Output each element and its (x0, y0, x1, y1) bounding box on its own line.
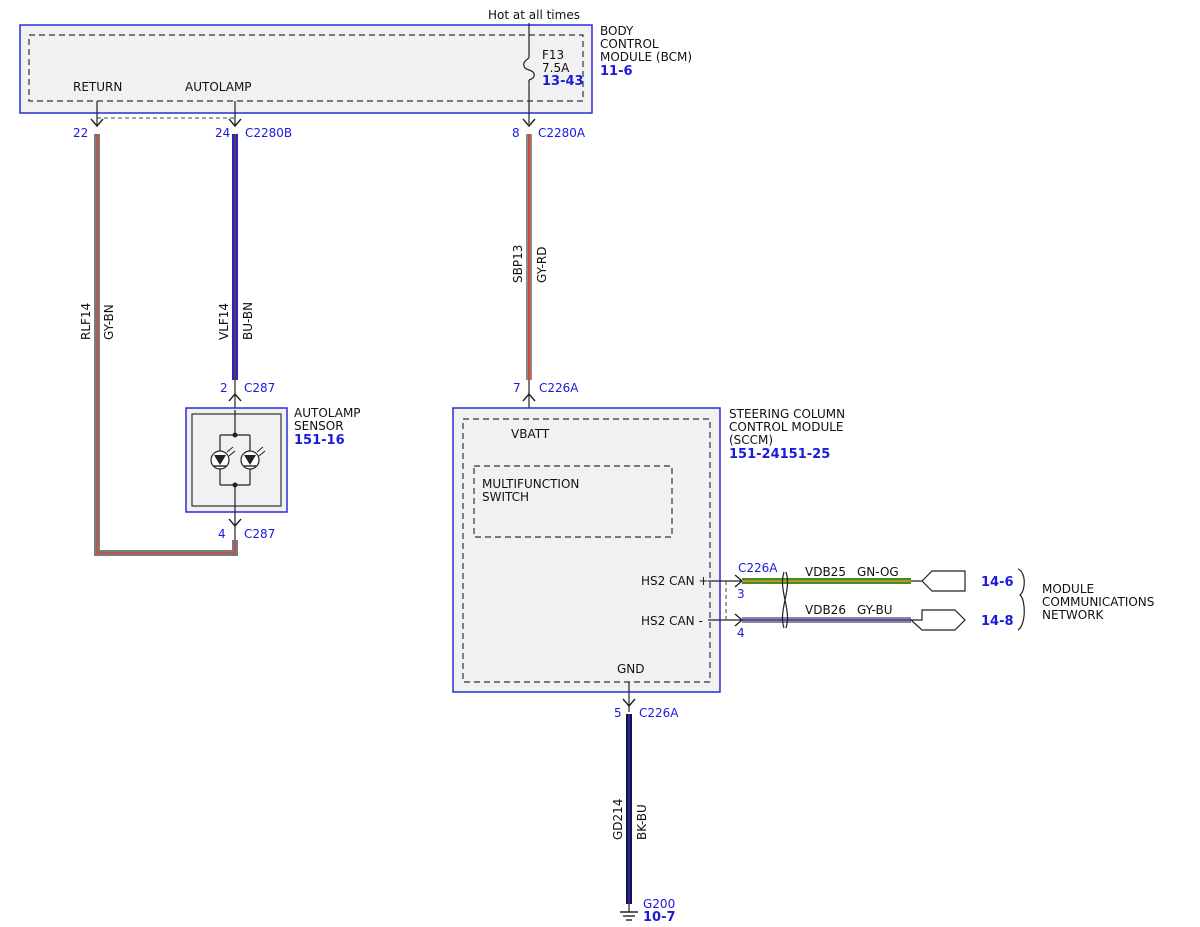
power-label: Hot at all times (488, 8, 580, 22)
photodiode-right-icon (240, 446, 266, 470)
ground-name: G200 (643, 897, 675, 911)
network-flag-plus[interactable] (911, 570, 966, 592)
c226a-top-connector-label: C226A (539, 381, 579, 395)
c287-pin-2: 2 (220, 381, 228, 395)
sccm-module[interactable]: VBATT MULTIFUNCTION SWITCH HS2 CAN + HS2… (452, 407, 721, 693)
sccm-pin-gnd-label: GND (617, 662, 645, 676)
wire-rlf14-color: GY-BN (102, 304, 116, 340)
bcm-name-line-2: CONTROL (600, 37, 659, 51)
ground-ref-link[interactable]: 10-7 (643, 910, 676, 925)
bcm-name-line-3: MODULE (BCM) (600, 50, 692, 64)
network-brace-icon (1017, 568, 1025, 631)
sccm-pin-vbatt-label: VBATT (511, 427, 550, 441)
autolamp-sensor-name-2: SENSOR (294, 419, 344, 433)
sccm-inner-dashed (462, 418, 711, 683)
c2280b-pin-22: 22 (73, 126, 88, 140)
wire-sbp13-circuit: SBP13 (511, 245, 525, 283)
twisted-pair-icon (782, 571, 788, 629)
fuse-f13-symbol (523, 57, 535, 81)
c287-top-connector-arrow (228, 392, 242, 402)
fuse-ref-link[interactable]: 13-43 (542, 74, 584, 89)
wire-vlf14-circuit: VLF14 (217, 303, 231, 340)
sccm-outline (452, 407, 721, 693)
c287-pin-4: 4 (218, 527, 226, 541)
sccm-name-line-2: CONTROL MODULE (729, 420, 844, 434)
photodiode-left-icon (210, 446, 236, 470)
wire-sbp13-color: GY-RD (535, 246, 549, 283)
c226a-pin-3: 3 (737, 587, 745, 601)
c287-bottom-connector-label: C287 (244, 527, 275, 541)
bcm-pin-return-label: RETURN (73, 80, 122, 94)
network-ref-minus-link[interactable]: 14-8 (981, 614, 1014, 629)
wire-gd214-color: BK-BU (635, 804, 649, 840)
multifunction-switch-box (473, 465, 673, 538)
gnd-connector-arrow (622, 698, 636, 708)
fuse-rating: 7.5A (542, 61, 570, 75)
sccm-name-line-1: STEERING COLUMN (729, 407, 845, 421)
bcm-ref-link[interactable]: 11-6 (600, 64, 633, 79)
autolamp-sensor[interactable] (185, 407, 288, 513)
c226a-pin-4: 4 (737, 626, 745, 640)
wire-vlf14-color: BU-BN (241, 302, 255, 340)
sensor-node-bottom (232, 482, 238, 488)
c2280a-pin-8: 8 (512, 126, 520, 140)
c226a-pin-5: 5 (614, 706, 622, 720)
bcm-pin-autolamp-label: AUTOLAMP (185, 80, 252, 94)
c2280b-connector-label: C2280B (245, 126, 292, 140)
c287-bottom-connector-arrow (228, 518, 242, 528)
multifunction-switch-line-1: MULTIFUNCTION (482, 477, 579, 491)
c226a-pin-7: 7 (513, 381, 521, 395)
bcm-pin22-connector-arrow (90, 118, 104, 128)
c2280a-connector-label: C2280A (538, 126, 586, 140)
network-name-line-3: NETWORK (1042, 608, 1105, 622)
sccm-name-line-3: (SCCM) (729, 433, 773, 447)
sensor-node-top (232, 432, 238, 438)
ground-icon (620, 904, 638, 921)
fuse-id: F13 (542, 48, 564, 62)
sccm-pin-can-plus-label: HS2 CAN + (641, 574, 709, 588)
bcm-pin24-connector-arrow (228, 118, 242, 128)
bcm-outline (19, 24, 593, 114)
c287-top-connector-label: C287 (244, 381, 275, 395)
bcm-name-line-1: BODY (600, 24, 634, 38)
autolamp-sensor-ref-link[interactable]: 151-16 (294, 433, 345, 448)
network-name-line-2: COMMUNICATIONS (1042, 595, 1154, 609)
c226a-can-connector-label: C226A (738, 561, 778, 575)
wire-rlf14-circuit: RLF14 (79, 303, 93, 340)
wire-rlf14[interactable] (94, 134, 238, 556)
bcm-pin8-connector-arrow (522, 118, 536, 128)
wire-gd214-circuit: GD214 (611, 799, 625, 840)
autolamp-sensor-name-1: AUTOLAMP (294, 406, 361, 420)
sccm-pin-can-minus-label: HS2 CAN - (641, 614, 703, 628)
c2280b-pin-24: 24 (215, 126, 230, 140)
c226a-top-connector-arrow (522, 392, 536, 402)
sccm-ref-link[interactable]: 151-24151-25 (729, 447, 830, 462)
wire-vdb26-circuit: VDB26 (805, 603, 846, 617)
wire-vdb26-color: GY-BU (857, 603, 893, 617)
network-flag-minus[interactable] (909, 609, 966, 631)
c226a-gnd-connector-label: C226A (639, 706, 679, 720)
wire-vdb25-color: GN-OG (857, 565, 899, 579)
wire-vdb25-circuit: VDB25 (805, 565, 846, 579)
bcm-module[interactable]: RETURN AUTOLAMP (19, 24, 593, 114)
multifunction-switch-line-2: SWITCH (482, 490, 529, 504)
network-ref-plus-link[interactable]: 14-6 (981, 575, 1014, 590)
network-name-line-1: MODULE (1042, 582, 1094, 596)
autolamp-sensor-inner (191, 413, 282, 507)
